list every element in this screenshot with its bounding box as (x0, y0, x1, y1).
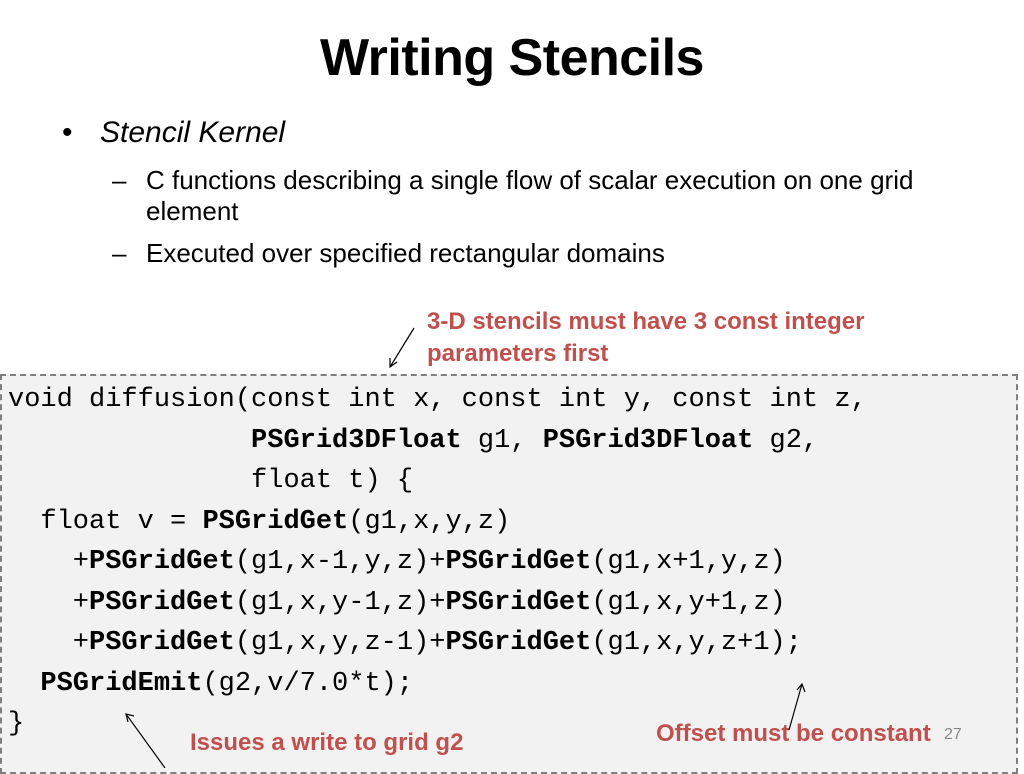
code-text: + (8, 547, 90, 577)
code-text (8, 426, 251, 456)
page-number: 27 (944, 726, 962, 743)
sub-bullet-text: C functions describing a single flow of … (146, 165, 914, 226)
sub-bullet-marker: – (112, 238, 127, 268)
code-text: (g1,x,y,z+1); (591, 628, 802, 658)
code-line: +PSGridGet(g1,x,y-1,z)+PSGridGet(g1,x,y+… (8, 588, 786, 618)
code-line: void diffusion(const int x, const int y,… (8, 385, 867, 415)
code-text: g2, (753, 425, 819, 456)
code-keyword: PSGrid3DFloat (542, 425, 754, 456)
code-line: float t) { (8, 466, 413, 496)
code-keyword: PSGridGet (89, 587, 235, 618)
code-line: +PSGridGet(g1,x-1,y,z)+PSGridGet(g1,x+1,… (8, 547, 786, 577)
bullet-marker: • (62, 116, 73, 149)
code-keyword: PSGridGet (445, 628, 592, 658)
bullet-text: Stencil Kernel (100, 116, 286, 149)
code-keyword: PSGridGet (202, 506, 349, 537)
code-keyword: PSGridGet (89, 547, 235, 577)
code-text: (g2,v/7.0*t); (202, 668, 414, 699)
code-block: void diffusion(const int x, const int y,… (8, 380, 867, 745)
annotation-offset-constant: Offset must be constant (656, 720, 931, 747)
code-text: (g1,x+1,y,z) (591, 547, 786, 577)
sub-bullet-text: Executed over specified rectangular doma… (146, 238, 665, 268)
code-text: } (8, 709, 25, 739)
code-text: + (8, 587, 90, 618)
code-text: float t) { (8, 466, 414, 496)
code-text: float v = (8, 506, 203, 537)
code-line: PSGridEmit(g2,v/7.0*t); (8, 669, 413, 699)
code-line: float v = PSGridGet(g1,x,y,z) (8, 507, 510, 537)
code-line: +PSGridGet(g1,x,y,z-1)+PSGridGet(g1,x,y,… (8, 628, 802, 658)
code-text (8, 669, 40, 699)
annotation-const-params: 3-D stencils must have 3 const integer p… (427, 308, 865, 367)
annotation-write-grid: Issues a write to grid g2 (190, 729, 464, 756)
code-text: (g1,x,y+1,z) (591, 587, 786, 618)
code-text: (g1,x,y-1,z)+ (234, 587, 446, 618)
code-text: (g1,x,y,z) (348, 506, 511, 537)
code-text: (g1,x-1,y,z)+ (234, 547, 446, 577)
sub-bullet-marker: – (112, 165, 127, 195)
code-text: + (8, 628, 90, 658)
code-keyword: PSGrid3DFloat (251, 425, 462, 456)
code-keyword: PSGridGet (445, 547, 592, 577)
code-text: g1, (461, 425, 543, 456)
code-box (0, 374, 1018, 774)
code-keyword: PSGridGet (89, 628, 235, 658)
code-keyword: PSGridEmit (40, 668, 203, 699)
code-line: } (8, 709, 24, 739)
code-text: (g1,x,y,z-1)+ (234, 628, 446, 658)
code-keyword: PSGridGet (445, 587, 592, 618)
arrow-top (389, 327, 415, 369)
slide-title: Writing Stencils (320, 29, 704, 87)
code-text: void diffusion(const int x, const int y,… (8, 385, 867, 415)
code-line: PSGrid3DFloat g1, PSGrid3DFloat g2, (8, 426, 818, 456)
